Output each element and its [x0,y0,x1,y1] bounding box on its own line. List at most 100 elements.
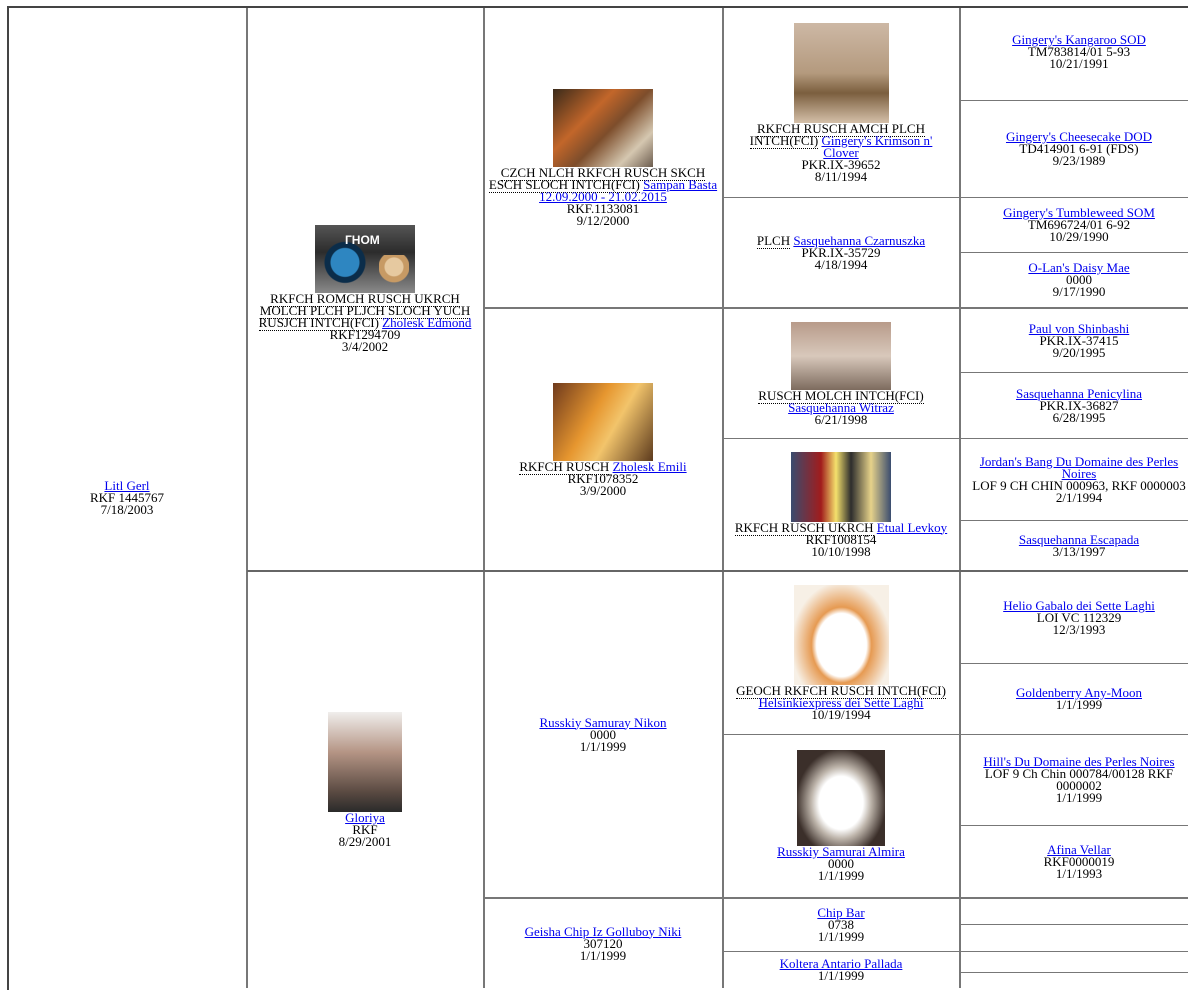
birth-date: 1/1/1999 [579,738,627,754]
registration-number: RKF1294709 [329,327,401,342]
row-divider [960,372,1188,373]
dog-name-link[interactable]: Gingery's Kangaroo SOD [1012,32,1146,47]
row-divider [723,197,1188,198]
dog-name-link[interactable]: Sasquehanna Witraz [788,399,894,415]
birth-date: 1/1/1999 [817,968,865,983]
birth-date: 3/4/2002 [341,339,389,354]
birth-date: 9/23/1989 [1052,153,1106,168]
birth-date: 10/29/1990 [1049,229,1109,244]
dog-name-link[interactable]: Hill's Du Domaine des Perles Noires [983,754,1175,769]
dog-name-link[interactable]: Litl Gerl [104,478,150,493]
grandparent-cell: CZCH NLCH RKFCH RUSCH SKCH ESCH SLOCH IN… [485,8,721,307]
ancestor-cell: Sasquehanna Penicylina PKR.IX-36827 6/28… [961,373,1188,438]
dog-photo[interactable] [553,382,653,461]
birth-date: 9/17/1990 [1052,284,1106,299]
dog-photo[interactable] [328,712,402,812]
pedigree-table [7,6,1188,990]
registration-number: 0738 [828,917,854,932]
birth-date: 7/18/2003 [100,502,154,517]
dog-photo[interactable] [791,321,891,390]
dog-photo[interactable] [797,750,885,846]
dog-photo[interactable] [793,22,889,123]
column-divider [246,8,248,988]
dog-photo[interactable]: ГНОМ [315,225,415,293]
dog-name-link[interactable]: Gingery's Tumbleweed SOM [1003,205,1155,220]
dog-name-link[interactable]: Russkiy Samuray Nikon [539,714,667,730]
dog-name-link[interactable]: Russkiy Samurai Almira [777,844,905,859]
registration-number: TM696724/01 6-92 [1027,217,1131,232]
ancestor-cell: Gingery's Cheesecake DOD TD414901 6-91 (… [961,101,1188,197]
registration-number: TD414901 6-91 (FDS) [1019,141,1139,156]
ancestor-cell: Afina Vellar RKF0000019 1/1/1993 [961,826,1188,897]
dog-name-link[interactable]: Etual Levkoy [876,519,948,535]
ancestor-cell: Paul von Shinbashi PKR.IX-37415 9/20/199… [961,309,1188,372]
title-list: RUSCH MOLCH INTCH(FCI) [758,387,924,404]
row-divider [723,438,1188,439]
registration-number: PKR.IX-36827 [1039,397,1119,413]
great-grandparent-cell: Koltera Antario Pallada 1/1/1999 [724,952,958,988]
dog-name-link[interactable]: Goldenberry Any-Moon [1015,685,1142,700]
dog-name-link[interactable]: Sasquehanna Penicylina [1016,385,1142,401]
birth-date: 1/1/1999 [579,947,627,963]
dog-name-link[interactable]: Gingery's Krimson n' Clover [821,132,933,160]
sire-cell: ГНОМ RKFCH ROMCH RUSCH UKRCH MOLCH PLCH … [248,8,482,570]
birth-date: 12/3/1993 [1052,621,1106,637]
ancestor-cell: Helio Gabalo dei Sette Laghi LOI VC 1123… [961,572,1188,663]
registration-number: RKF0000019 [1043,853,1115,869]
dog-photo[interactable] [553,88,653,167]
dog-name-link[interactable]: Paul von Shinbashi [1028,320,1130,336]
birth-date: 6/21/1998 [814,411,868,427]
registration-number: 0000 [828,856,854,871]
dog-photo[interactable] [793,585,889,685]
birth-date: 1/1/1999 [1055,697,1103,712]
row-divider [960,663,1188,664]
photo-caption: ГНОМ [345,233,380,247]
dog-name-link[interactable]: Helsinkiexpress dei Sette Laghi [758,695,924,710]
dog-name-link[interactable]: Zholesk Edmond [382,315,472,330]
birth-date: 10/10/1998 [811,543,871,559]
dog-name-link[interactable]: Zholesk Emili [612,458,687,474]
dog-name-link[interactable]: O-Lan's Daisy Mae [1028,260,1130,275]
registration-number: PKR.IX-39652 [801,156,881,172]
subject-dog-cell: Litl Gerl RKF 1445767 7/18/2003 [9,8,245,988]
registration-number: RKF [352,822,378,837]
dog-name-link[interactable]: Gloriya [345,810,385,825]
birth-date: 9/12/2000 [576,212,630,228]
registration-number: RKF.1133081 [566,200,640,216]
dog-photo[interactable] [791,451,891,522]
dog-name-link[interactable]: Jordan's Bang Du Domaine des Perles Noir… [979,453,1179,481]
great-grandparent-cell: Russkiy Samurai Almira 0000 1/1/1999 [724,735,958,897]
registration-number: LOF 9 CH CHIN 000963, RKF 0000003 [972,477,1186,493]
row-divider [960,924,1188,925]
row-divider [960,100,1188,101]
dog-name-link[interactable]: Sasquehanna Escapada [1018,531,1140,547]
ancestor-cell: Gingery's Tumbleweed SOM TM696724/01 6-9… [961,198,1188,252]
dog-name-link[interactable]: Koltera Antario Pallada [779,956,903,971]
row-divider [723,734,1188,735]
row-divider [960,825,1188,826]
dog-name-link[interactable]: Helio Gabalo dei Sette Laghi [1003,597,1155,613]
dog-name-link[interactable]: Geisha Chip Iz Golluboy Niki [524,923,682,939]
birth-date: 10/21/1991 [1049,56,1109,71]
row-divider [484,307,1188,309]
birth-date: 1/1/1999 [817,929,865,944]
birth-date: 3/9/2000 [579,482,627,498]
dog-name-link[interactable]: Afina Vellar [1047,841,1111,857]
column-divider [722,8,724,988]
dog-name-link[interactable]: Sasquehanna Czarnuszka [793,232,926,248]
ancestor-cell: Jordan's Bang Du Domaine des Perles Noir… [961,439,1188,520]
great-grandparent-cell: GEOCH RKFCH RUSCH INTCH(FCI) Helsinkiexp… [724,572,958,734]
great-grandparent-cell: RKFCH RUSCH AMCH PLCH INTCH(FCI) Gingery… [724,8,958,197]
dog-name-link[interactable]: Chip Bar [817,905,865,920]
registration-number: RKF 1445767 [89,490,165,505]
dog-name-link[interactable]: Sampan Basta 12.09.2000 - 21.02.2015 [539,176,718,204]
title-list: RKFCH RUSCH AMCH PLCH INTCH(FCI) [749,120,925,149]
registration-number: TM783814/01 5-93 [1027,44,1131,59]
birth-date: 8/29/2001 [338,834,392,849]
ancestor-cell: Gingery's Kangaroo SOD TM783814/01 5-93 … [961,8,1188,100]
dog-name-link[interactable]: Gingery's Cheesecake DOD [1005,129,1152,144]
row-divider [960,972,1188,973]
registration-number: RKF1008154 [805,531,877,547]
birth-date: 1/1/1993 [1055,865,1103,881]
birth-date: 2/1/1994 [1055,489,1103,505]
